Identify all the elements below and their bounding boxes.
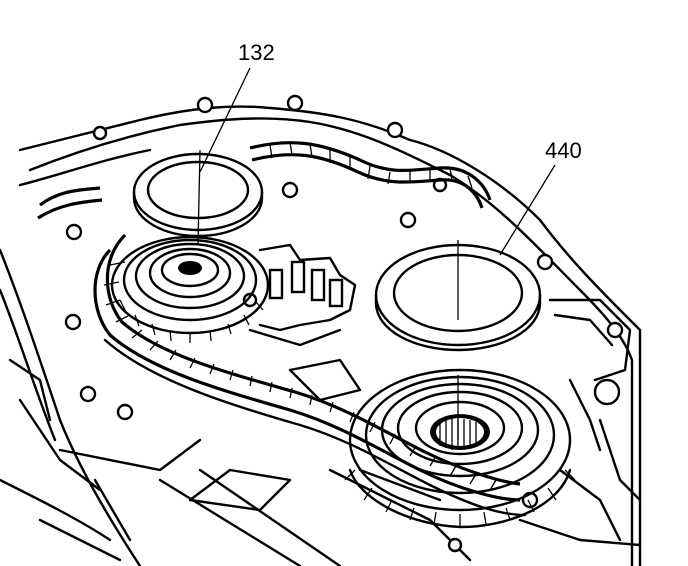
wiring-harness bbox=[37, 141, 492, 220]
side-bracket bbox=[548, 298, 632, 452]
gear-teeth-cluster bbox=[248, 243, 362, 402]
case-housing bbox=[0, 105, 642, 566]
drive-chain bbox=[93, 233, 527, 517]
callout-label-132: 132 bbox=[238, 40, 275, 65]
leader-lines bbox=[197, 67, 556, 440]
drive-sprocket bbox=[110, 235, 270, 343]
output-sprocket bbox=[344, 368, 576, 529]
lower-left-details bbox=[8, 358, 202, 542]
callout-label-440: 440 bbox=[545, 138, 582, 163]
bolt-bosses bbox=[64, 94, 624, 553]
